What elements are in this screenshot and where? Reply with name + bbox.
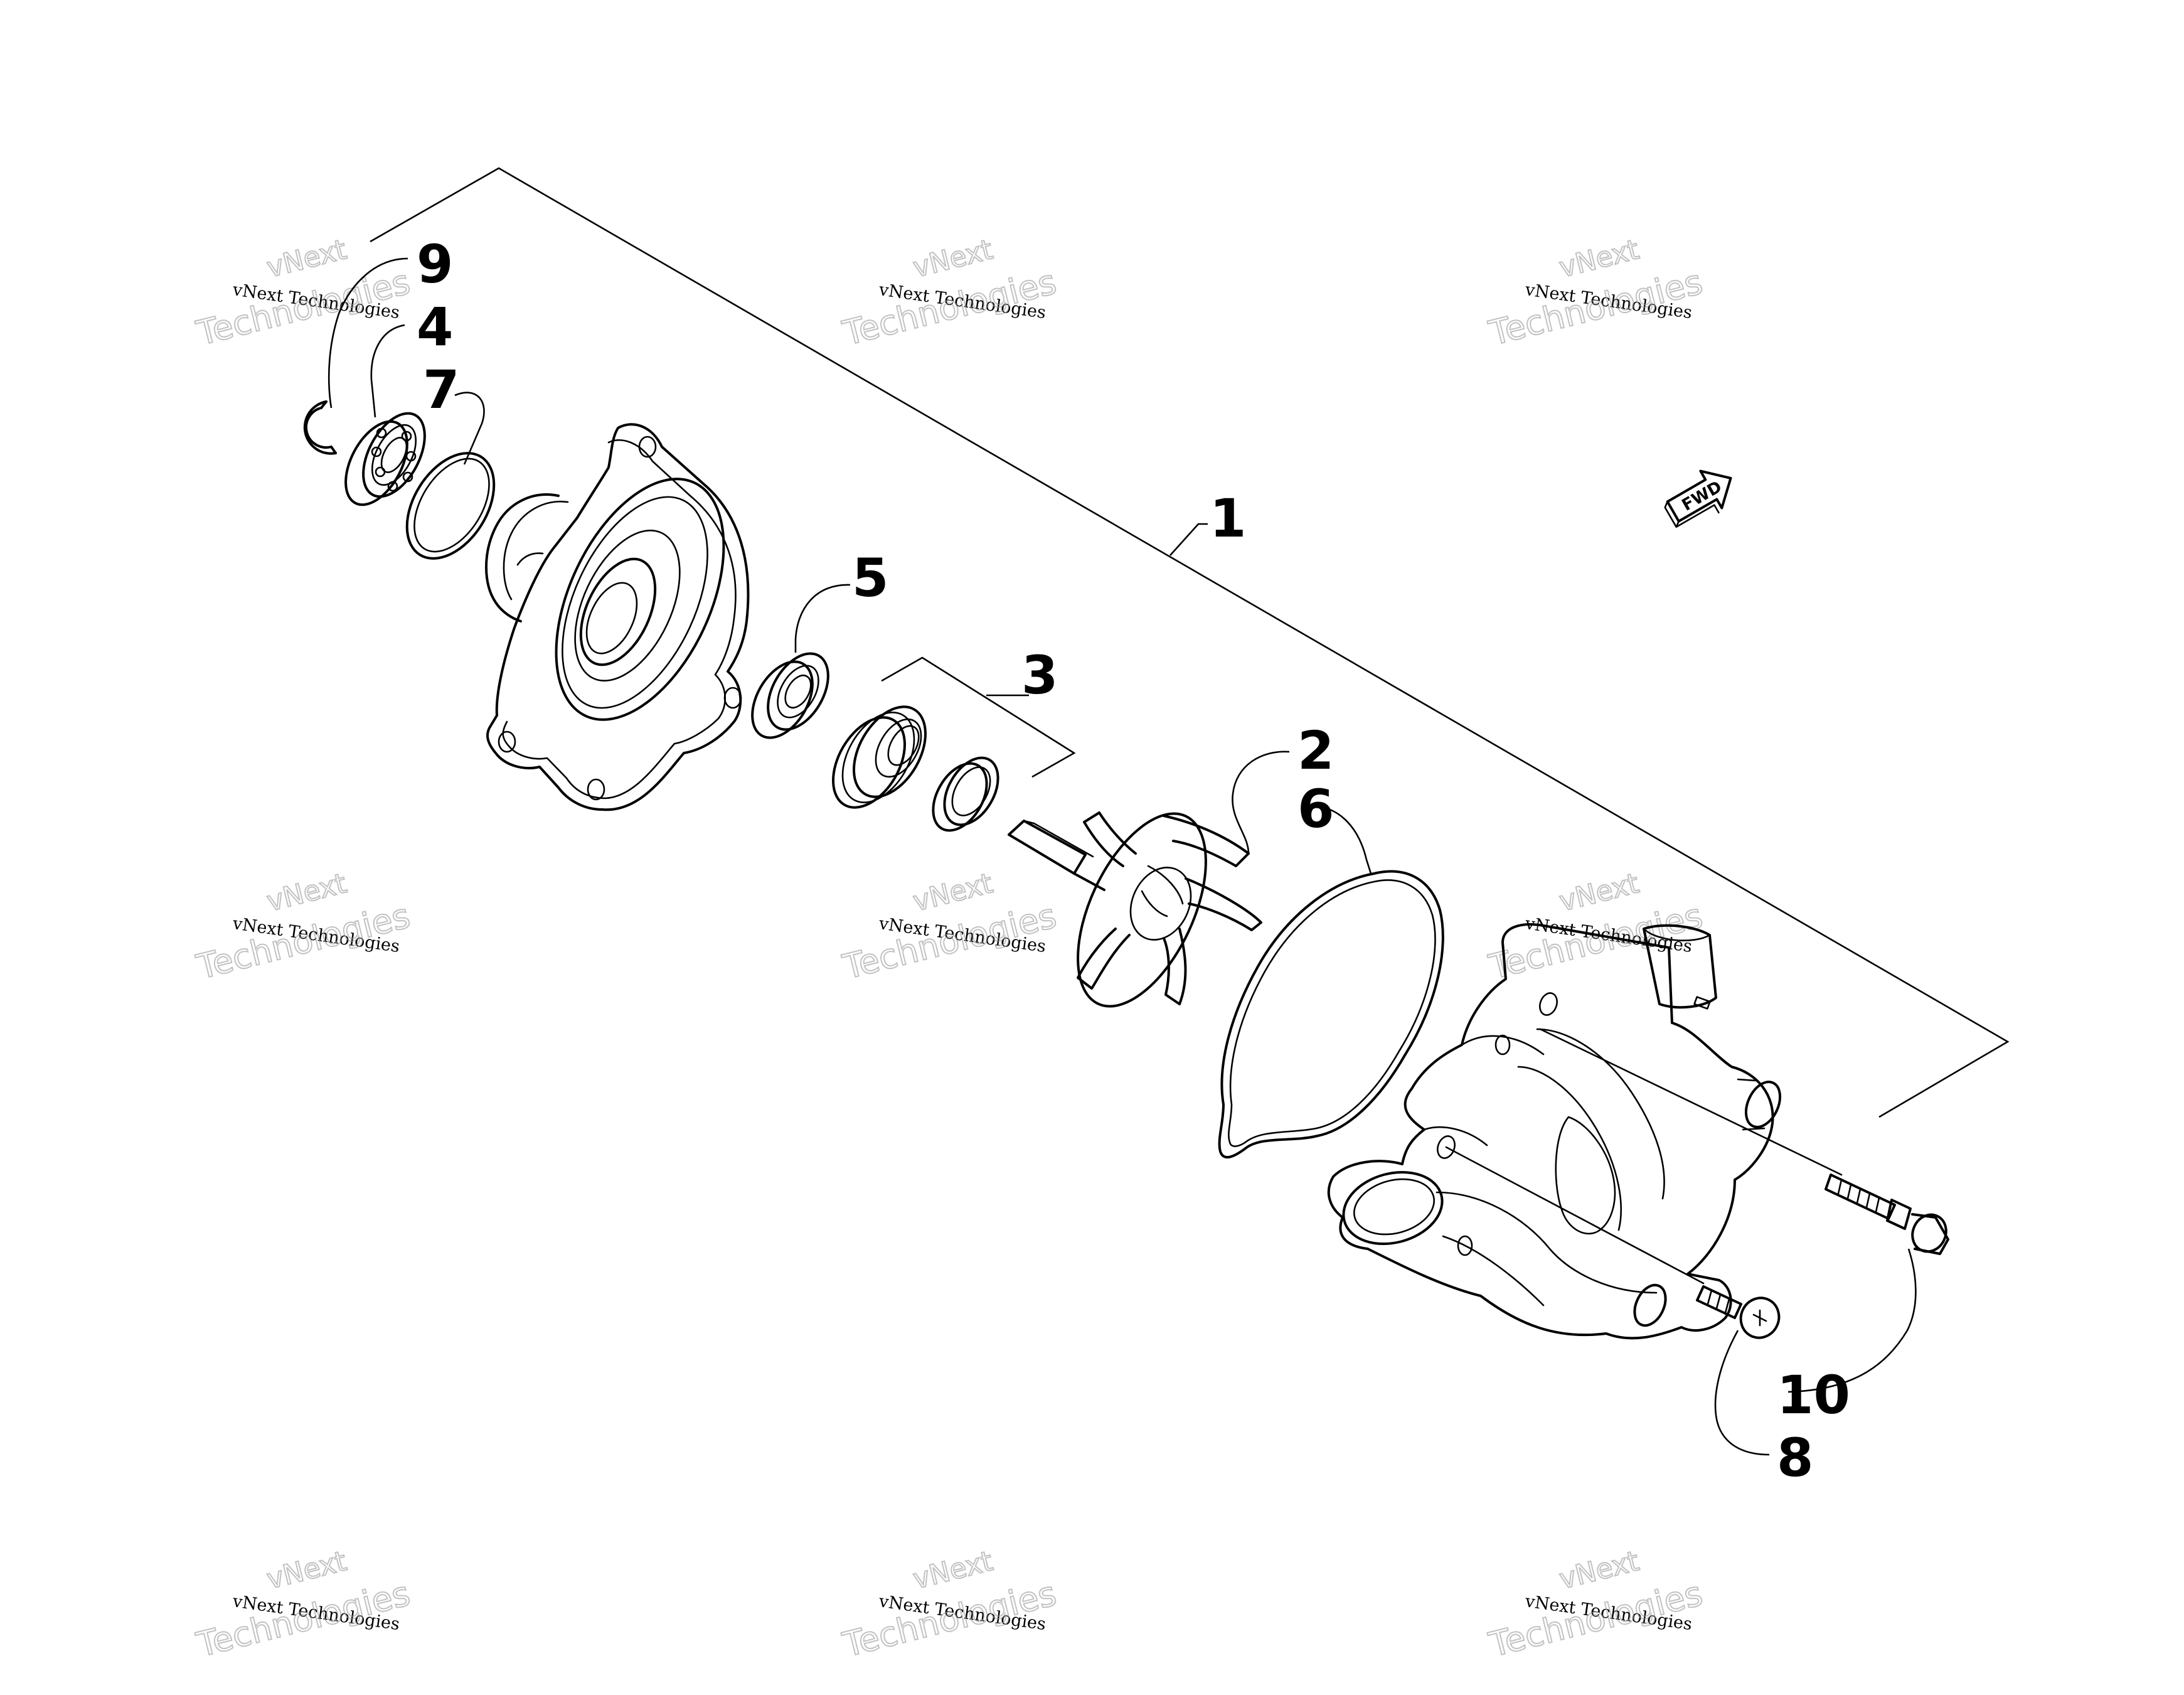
watermark-tile: vNext vNext Technologies Technologies [1484, 1544, 1707, 1666]
callout-1: 1 [1210, 488, 1246, 549]
leader-lines [328, 257, 1917, 1456]
gasket [1218, 870, 1444, 1158]
callout-8: 8 [1777, 1427, 1813, 1489]
callout-6: 6 [1297, 778, 1334, 840]
fwd-arrow-icon: FWD [1664, 469, 1732, 528]
seal-ring [932, 756, 999, 832]
watermark-top: vNext [264, 867, 349, 918]
watermark-top: vNext [1556, 1545, 1642, 1596]
pump-housing [1327, 923, 1782, 1340]
watermark-tile: vNext vNext Technologies Technologies [838, 867, 1061, 988]
screw-short [1445, 1146, 1781, 1339]
assembly-bracket [370, 167, 2010, 1118]
callout-9: 9 [417, 233, 453, 295]
circlip [303, 400, 337, 455]
o-ring-small [405, 452, 496, 560]
watermark-top: vNext [1556, 867, 1642, 918]
mechanical-seal [832, 705, 927, 809]
watermark-tile: vNext vNext Technologies Technologies [1484, 233, 1707, 354]
watermark-top: vNext [910, 867, 996, 918]
callout-3: 3 [1021, 644, 1058, 706]
watermark-top: vNext [1556, 233, 1642, 284]
callout-4: 4 [417, 296, 453, 358]
callout-2: 2 [1297, 720, 1334, 781]
bearing-small [751, 652, 829, 739]
watermark-top: vNext [264, 1545, 349, 1596]
watermark-layer: vNext vNext Technologies Technologies vN… [192, 233, 1707, 1666]
watermark-tile: vNext vNext Technologies Technologies [192, 1544, 415, 1666]
bolt-long [1539, 1028, 1949, 1255]
callout-7: 7 [423, 359, 459, 420]
watermark-tile: vNext vNext Technologies Technologies [1484, 867, 1707, 988]
callout-10: 10 [1777, 1364, 1850, 1426]
watermark-top: vNext [910, 233, 996, 284]
pump-cover [485, 423, 750, 811]
callouts: 9 4 7 1 5 3 2 6 10 8 [417, 233, 1850, 1489]
watermark-top: vNext [264, 233, 349, 284]
callout-5: 5 [852, 547, 888, 609]
watermark-tile: vNext vNext Technologies Technologies [192, 867, 415, 988]
watermark-tile: vNext vNext Technologies Technologies [192, 233, 415, 354]
bearing-outer [344, 412, 426, 506]
watermark-top: vNext [910, 1545, 996, 1596]
watermark-tile: vNext vNext Technologies Technologies [838, 233, 1061, 354]
watermark-tile: vNext vNext Technologies Technologies [838, 1544, 1061, 1666]
